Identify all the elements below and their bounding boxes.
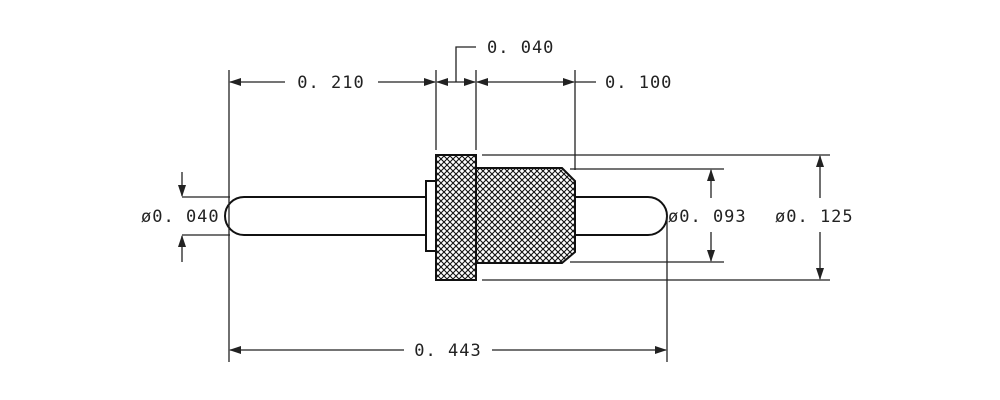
label-tail-length: 0. 210: [297, 73, 364, 93]
label-sleeve-diameter: ø0. 093: [668, 207, 747, 227]
pin-part: [224, 154, 668, 281]
tail-pin: [224, 196, 430, 236]
nose-pin: [575, 196, 668, 236]
label-pin-diameter: ø0. 040: [141, 207, 220, 227]
dimension-lines: [178, 46, 824, 354]
label-collar-diameter: ø0. 125: [775, 207, 854, 227]
label-overall-length: 0. 443: [414, 341, 481, 361]
sleeve-body: [475, 167, 576, 264]
collar: [435, 154, 477, 281]
extension-lines: [182, 70, 830, 362]
label-sleeve-length: 0. 100: [605, 73, 672, 93]
collar-leader: [455, 46, 476, 82]
label-collar-width: 0. 040: [487, 38, 554, 58]
dimension-labels: 0. 040 0. 210 0. 100 ø0. 040 ø0. 093 ø0.…: [141, 38, 854, 361]
